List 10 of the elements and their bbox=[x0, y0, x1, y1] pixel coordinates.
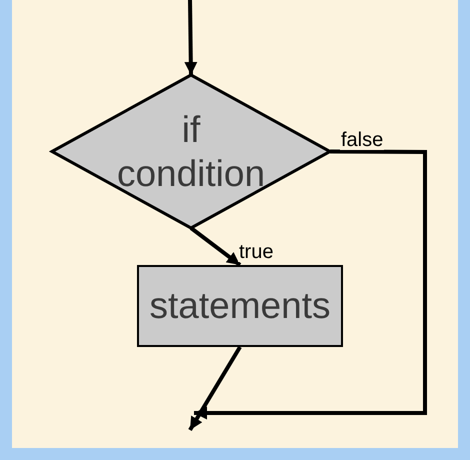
arrow bbox=[194, 150, 427, 420]
process-box bbox=[137, 265, 343, 347]
arrow bbox=[190, 226, 242, 267]
edge-label: false bbox=[340, 130, 384, 150]
node-label: statements bbox=[148, 284, 332, 328]
edge-label: true bbox=[238, 242, 274, 262]
arrow bbox=[184, 0, 198, 76]
arrow bbox=[188, 346, 242, 432]
node-label: if condition bbox=[116, 108, 266, 196]
decision-diamond bbox=[52, 75, 330, 228]
